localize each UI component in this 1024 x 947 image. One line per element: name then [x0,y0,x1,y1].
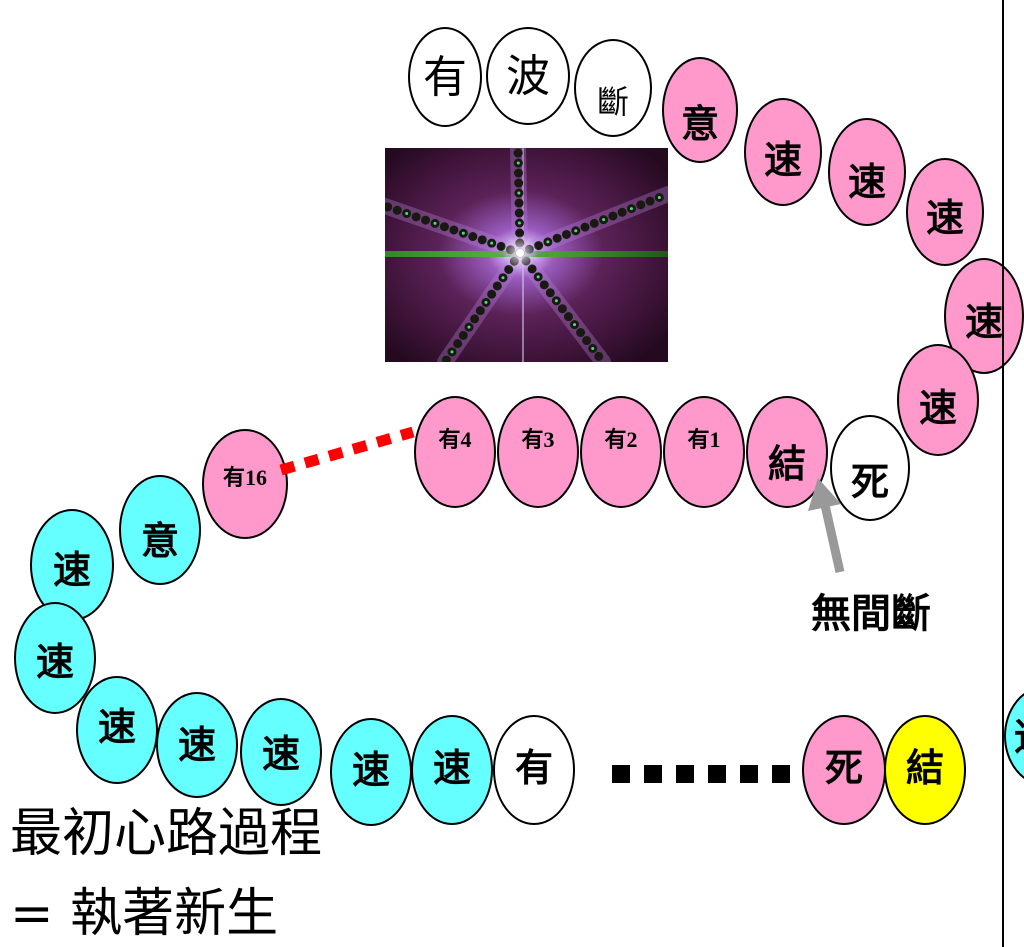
left-arc-oval-7: 速 [330,718,412,826]
oval-label: 意 [140,519,179,563]
oval-label: 斷 [596,83,629,121]
bottom-row-oval-2: 死 [802,715,886,825]
arrow-shaft [820,504,845,573]
caption-line-1: 最初心路過程 [10,804,323,864]
upper-arc-oval-4: 速 [906,158,984,266]
oval-label: 有4 [438,427,472,452]
edge-oval-label: 速 [1014,715,1024,759]
bottom-row-oval-3: 結 [884,715,966,825]
dashed-link-end-oval: 有16 [202,429,288,539]
upper-arc-oval-2: 速 [744,98,822,206]
oval-label: 速 [177,723,216,767]
middle-row-oval-2: 有3 [497,396,579,508]
middle-row-oval-5: 結 [746,396,828,508]
ellipsis-dot [772,765,790,783]
left-arc-oval-6: 速 [240,698,322,806]
oval-label: 有 [514,746,553,790]
oval-label: 速 [964,300,1003,344]
left-arc-oval-3: 速 [14,602,96,714]
edge-oval-shape [1004,693,1024,779]
oval-label: 結 [905,746,944,790]
oval-label: 速 [918,386,957,430]
oval-label: 有16 [222,465,267,490]
ellipsis-dot [676,765,694,783]
oval-label: 波 [506,51,550,102]
oval-label: 速 [35,640,74,684]
edge-oval-partial: 速 [1004,693,1024,779]
oval-label: 有 [423,52,467,103]
bottom-row-oval-1: 有 [493,715,575,825]
oval-label: 死 [824,746,863,790]
middle-row-oval-6: 死 [830,415,910,521]
middle-row-oval-3: 有2 [580,396,662,508]
oval-label: 意 [680,102,719,146]
oval-label: 結 [767,442,806,486]
top-row-oval-3: 斷 [574,39,652,137]
oval-label: 死 [850,460,889,504]
oval-label: 有3 [521,427,555,452]
middle-row-oval-4: 有1 [663,396,745,508]
ellipsis-dot [708,765,726,783]
upper-arc-oval-6: 速 [897,344,979,456]
oval-label: 速 [97,705,136,749]
oval-label: 速 [52,548,91,592]
upper-arc-oval-3: 速 [828,118,906,226]
oval-label: 有2 [604,427,638,452]
left-arc-oval-4: 速 [76,676,158,784]
oval-label: 速 [351,748,390,792]
top-row-oval-2: 波 [486,27,570,125]
oval-label: 速 [432,746,471,790]
ellipsis-dots [612,765,790,783]
upper-arc-oval-1: 意 [662,57,738,163]
left-arc-oval-1: 意 [119,475,201,585]
oval-label: 速 [847,160,886,204]
top-row-oval-1: 有 [408,27,482,127]
oval-label: 速 [763,138,802,182]
oval-label: 速 [261,732,300,776]
oval-label: 有1 [687,427,721,452]
red-dashed-connector [279,426,415,476]
ellipsis-dot [644,765,662,783]
left-arc-oval-8: 速 [411,715,493,825]
ellipsis-dot [612,765,630,783]
fractal-image [385,148,668,362]
left-arc-oval-5: 速 [156,692,238,798]
oval-label: 速 [925,196,964,240]
middle-row-oval-1: 有4 [414,396,496,508]
arrow-label: 無間斷 [811,591,931,637]
vertical-divider [1002,0,1004,947]
left-arc-oval-2: 速 [30,509,114,621]
caption-line-2: = 執著新生 [10,884,279,944]
ellipsis-dot [740,765,758,783]
